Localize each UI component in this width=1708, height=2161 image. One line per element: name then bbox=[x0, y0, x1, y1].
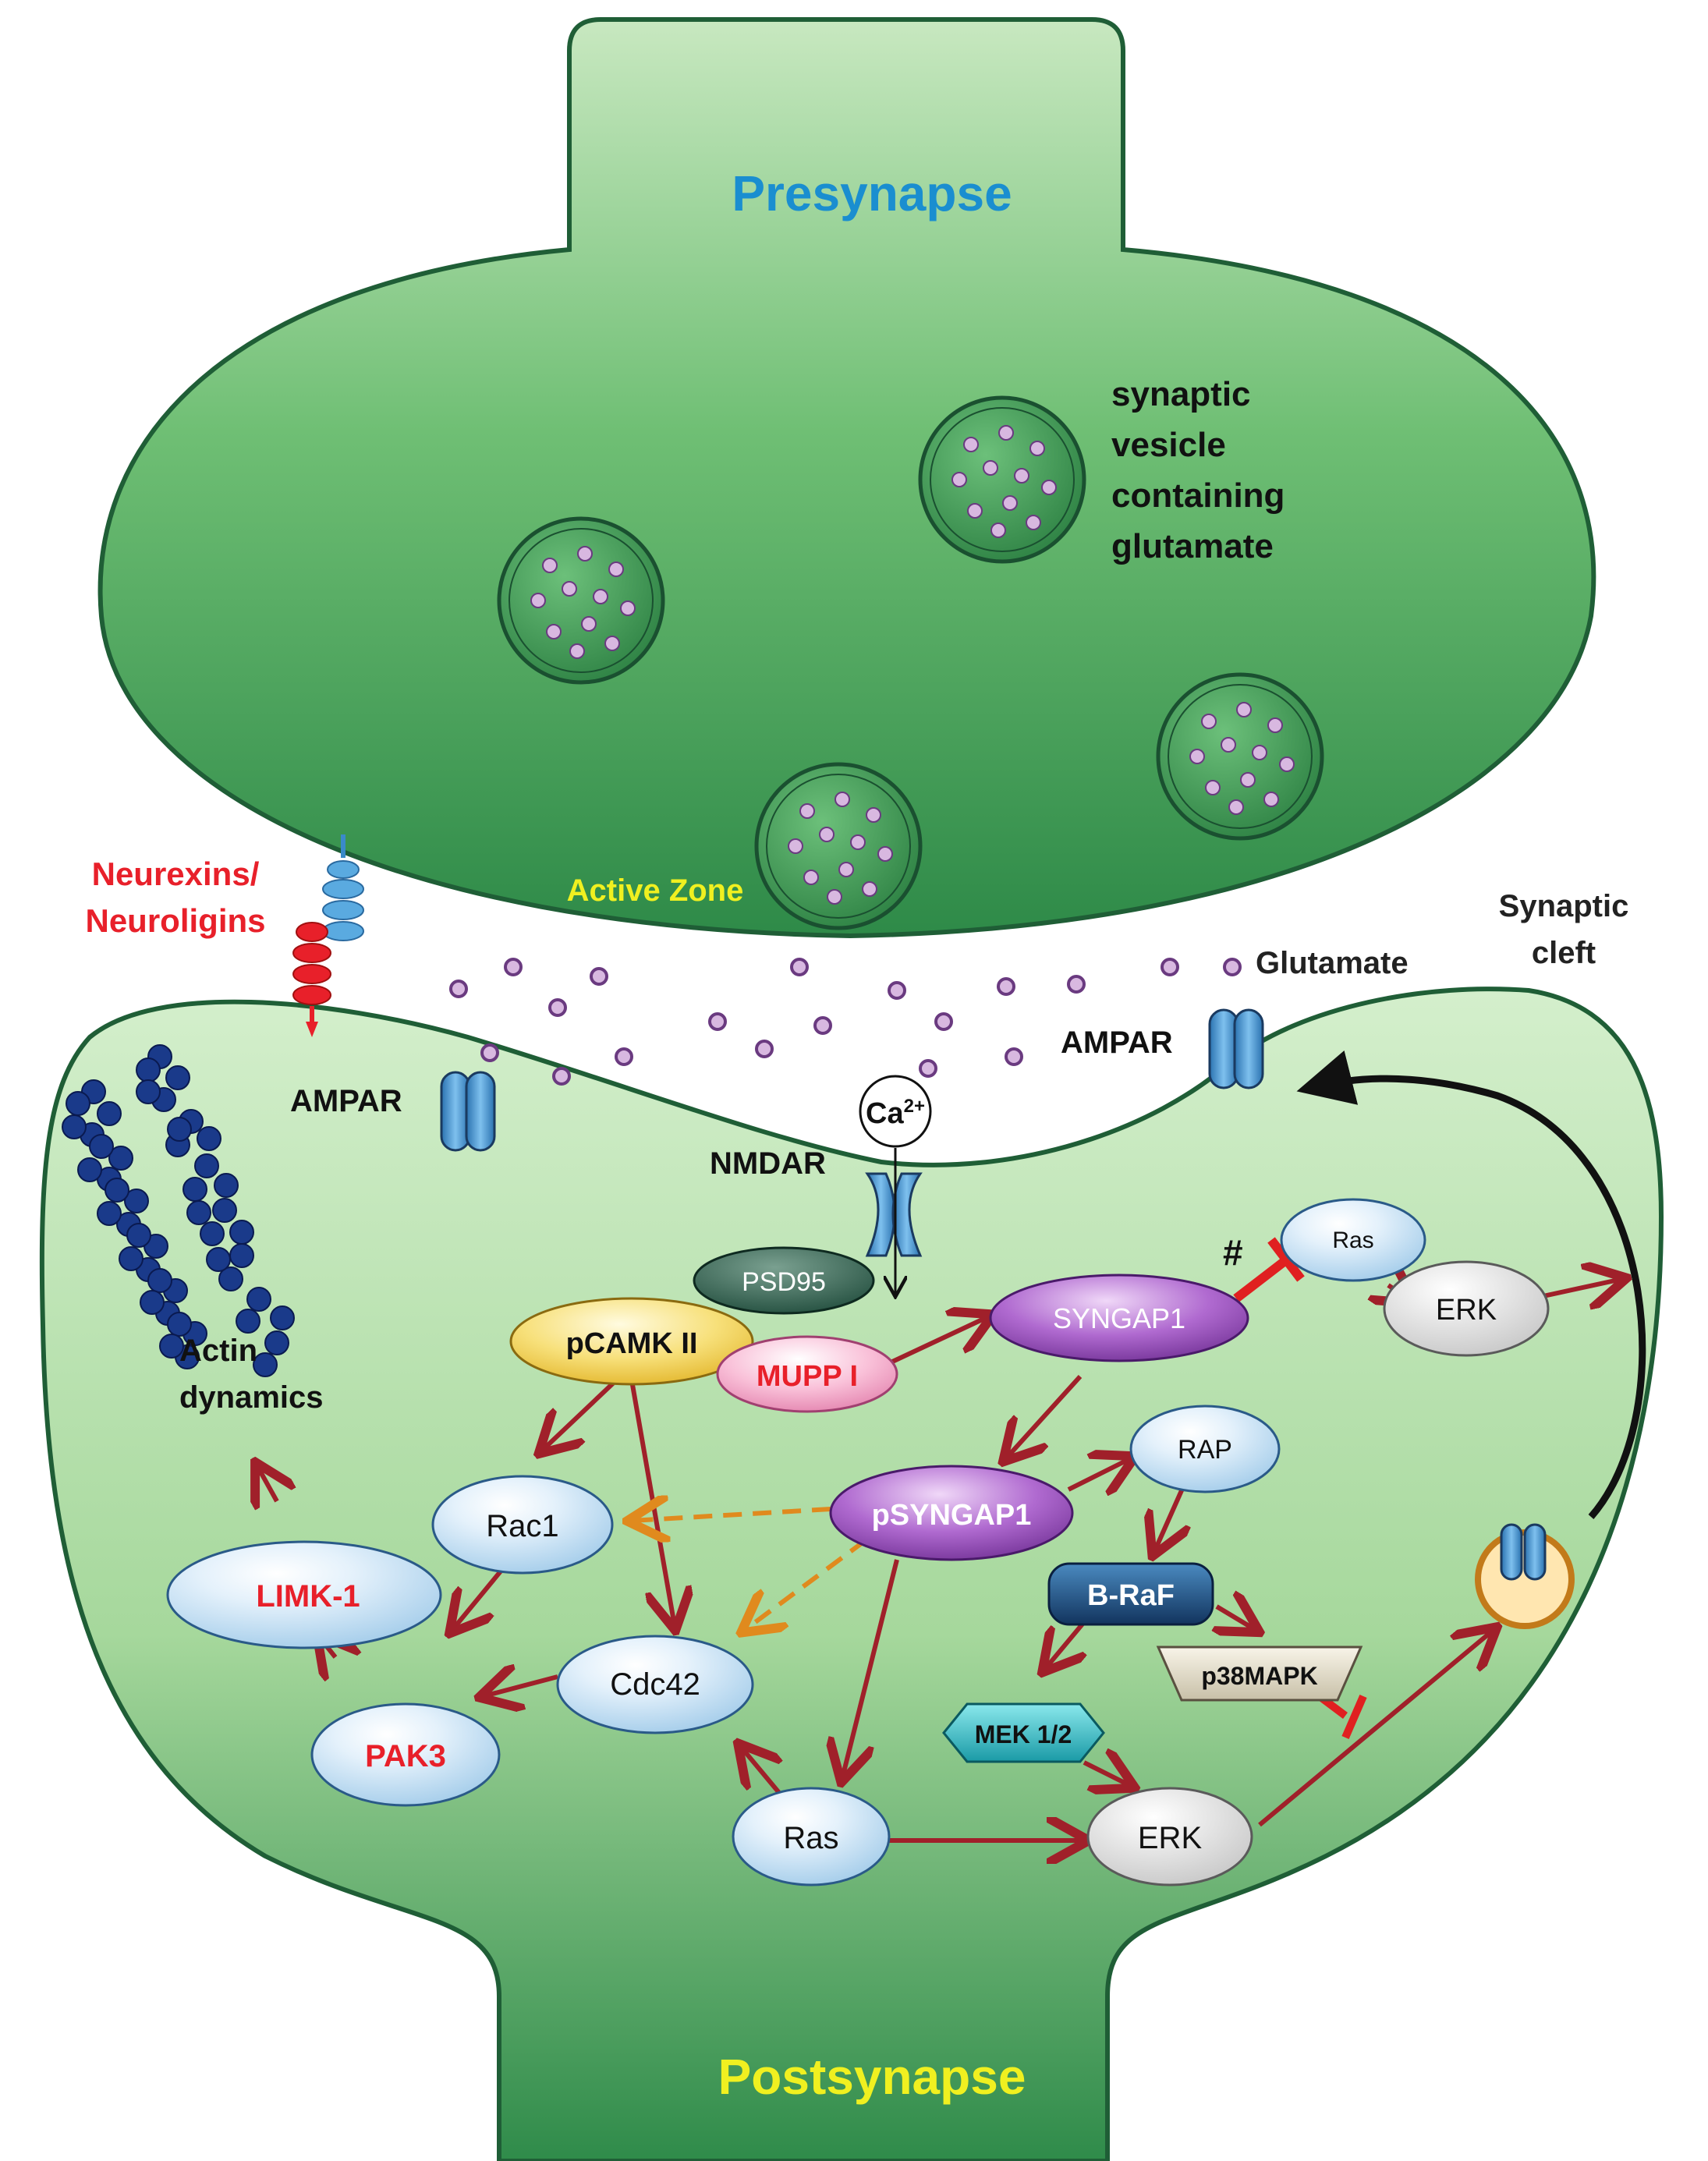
presynapse-title: Presynapse bbox=[732, 165, 1012, 221]
node-ras-bottom: Ras bbox=[732, 1787, 891, 1886]
calcium-ion: Ca2+ bbox=[859, 1075, 932, 1148]
arrow-rap-braf bbox=[1154, 1480, 1185, 1552]
arrow-psyngap1-rap bbox=[1067, 1458, 1131, 1490]
node-psyngap1-label: pSYNGAP1 bbox=[872, 1499, 1032, 1532]
glutamate-label: Glutamate bbox=[1256, 946, 1409, 980]
synaptic-vesicle bbox=[1158, 675, 1322, 838]
node-cdc42-label: Cdc42 bbox=[610, 1667, 700, 1702]
node-rac1: Rac1 bbox=[431, 1475, 614, 1575]
node-erk-top-label: ERK bbox=[1436, 1294, 1497, 1327]
node-limk1-label: LIMK-1 bbox=[256, 1579, 360, 1614]
arrow-ras-cdc42 bbox=[741, 1747, 780, 1795]
vesicle-label-line3: containing bbox=[1111, 476, 1285, 515]
ampar-receptor-left bbox=[440, 1071, 496, 1152]
node-cdc42: Cdc42 bbox=[556, 1635, 754, 1734]
arrow-braf-p38 bbox=[1217, 1607, 1256, 1630]
calcium-label: Ca2+ bbox=[866, 1096, 925, 1130]
ampar-receptor-right bbox=[1208, 1008, 1264, 1089]
node-psd95: PSD95 bbox=[693, 1246, 875, 1315]
vesicle-label-line1: synaptic bbox=[1111, 375, 1251, 413]
node-psd95-label: PSD95 bbox=[742, 1267, 826, 1297]
node-psyngap1: pSYNGAP1 bbox=[829, 1465, 1074, 1561]
node-erk-top: ERK bbox=[1383, 1260, 1550, 1357]
node-rap-label: RAP bbox=[1178, 1435, 1232, 1465]
arrow-cdc42-pak3 bbox=[484, 1677, 558, 1696]
node-mek-label: MEK 1/2 bbox=[975, 1720, 1072, 1748]
calcium-charge: 2+ bbox=[904, 1096, 925, 1117]
neurexin-label-line1: Neurexins/ bbox=[92, 856, 260, 892]
postsynapse-title: Postsynapse bbox=[718, 2049, 1026, 2105]
node-rap: RAP bbox=[1129, 1405, 1281, 1493]
node-syngap1: SYNGAP1 bbox=[989, 1274, 1249, 1362]
glutamate-molecules bbox=[449, 958, 1242, 1086]
node-pcamk-label: pCAMK II bbox=[566, 1327, 698, 1360]
synaptic-cleft-label-line2: cleft bbox=[1532, 936, 1596, 970]
neurexin-neuroligin-complex bbox=[292, 834, 364, 1037]
arrow-psyngap1-ras bbox=[842, 1559, 899, 1778]
arrow-psyngap1-rac1 bbox=[632, 1509, 831, 1521]
node-p38mapk: p38MAPK bbox=[1156, 1646, 1363, 1702]
node-limk1: LIMK-1 bbox=[166, 1540, 442, 1649]
arrow-mupp-syngap1 bbox=[876, 1316, 989, 1371]
actin-filaments bbox=[62, 1044, 295, 1377]
arrow-syngap1-psyngap1 bbox=[1006, 1374, 1083, 1458]
node-mupp-label: MUPP I bbox=[757, 1360, 858, 1393]
nmdar-label: NMDAR bbox=[710, 1146, 826, 1181]
synaptic-vesicle bbox=[757, 764, 920, 928]
arrow-rac1-pak3 bbox=[452, 1562, 509, 1630]
node-syngap1-label: SYNGAP1 bbox=[1053, 1302, 1185, 1334]
calcium-symbol: Ca bbox=[866, 1097, 904, 1130]
inhibition-syngap1-ras bbox=[1233, 1237, 1305, 1302]
node-ras-top: Ras bbox=[1280, 1198, 1426, 1282]
arrow-limk-actin bbox=[257, 1466, 277, 1501]
synaptic-vesicle bbox=[499, 519, 663, 682]
ampar-right-label: AMPAR bbox=[1061, 1026, 1173, 1060]
recycling-arrow bbox=[1296, 1050, 1646, 1519]
arrow-erk-endosome bbox=[1258, 1630, 1494, 1827]
node-mek: MEK 1/2 bbox=[942, 1702, 1105, 1763]
ampar-endosome bbox=[1475, 1523, 1575, 1629]
arrow-braf-mek bbox=[1045, 1621, 1084, 1669]
arrow-pcamk-rac1 bbox=[542, 1378, 618, 1451]
hash-mark: # bbox=[1223, 1232, 1243, 1273]
node-braf: B-RaF bbox=[1047, 1562, 1214, 1626]
node-erk-bottom-label: ERK bbox=[1138, 1821, 1203, 1855]
arrow-psyngap1-cdc42 bbox=[745, 1538, 867, 1630]
node-erk-bottom: ERK bbox=[1086, 1787, 1253, 1886]
node-braf-label: B-RaF bbox=[1087, 1579, 1175, 1612]
node-rac1-label: Rac1 bbox=[486, 1509, 558, 1543]
synaptic-vesicle bbox=[920, 398, 1084, 562]
node-pcamk: pCAMK II bbox=[509, 1297, 754, 1386]
nmdar-channel bbox=[865, 1172, 923, 1257]
actin-label-line1: Actin bbox=[179, 1334, 257, 1368]
vesicle-label-line2: vesicle bbox=[1111, 426, 1226, 464]
dashed-arrows bbox=[632, 1509, 867, 1630]
neurexin-label-line2: Neuroligins bbox=[85, 902, 265, 939]
vesicle-label-line4: glutamate bbox=[1111, 527, 1274, 565]
node-pak3: PAK3 bbox=[310, 1702, 501, 1807]
node-ras-bottom-label: Ras bbox=[783, 1821, 838, 1855]
node-mupp: MUPP I bbox=[716, 1335, 898, 1413]
node-p38mapk-label: p38MAPK bbox=[1201, 1662, 1317, 1690]
active-zone-label: Active Zone bbox=[567, 873, 744, 908]
node-ras-top-label: Ras bbox=[1332, 1228, 1373, 1253]
arrow-erk-top-out bbox=[1532, 1279, 1622, 1298]
arrow-mek-erk bbox=[1083, 1762, 1131, 1786]
node-pak3-label: PAK3 bbox=[365, 1739, 446, 1773]
synaptic-cleft-label-line1: Synaptic bbox=[1499, 889, 1629, 923]
actin-label-line2: dynamics bbox=[179, 1380, 324, 1415]
ampar-left-label: AMPAR bbox=[290, 1084, 402, 1118]
